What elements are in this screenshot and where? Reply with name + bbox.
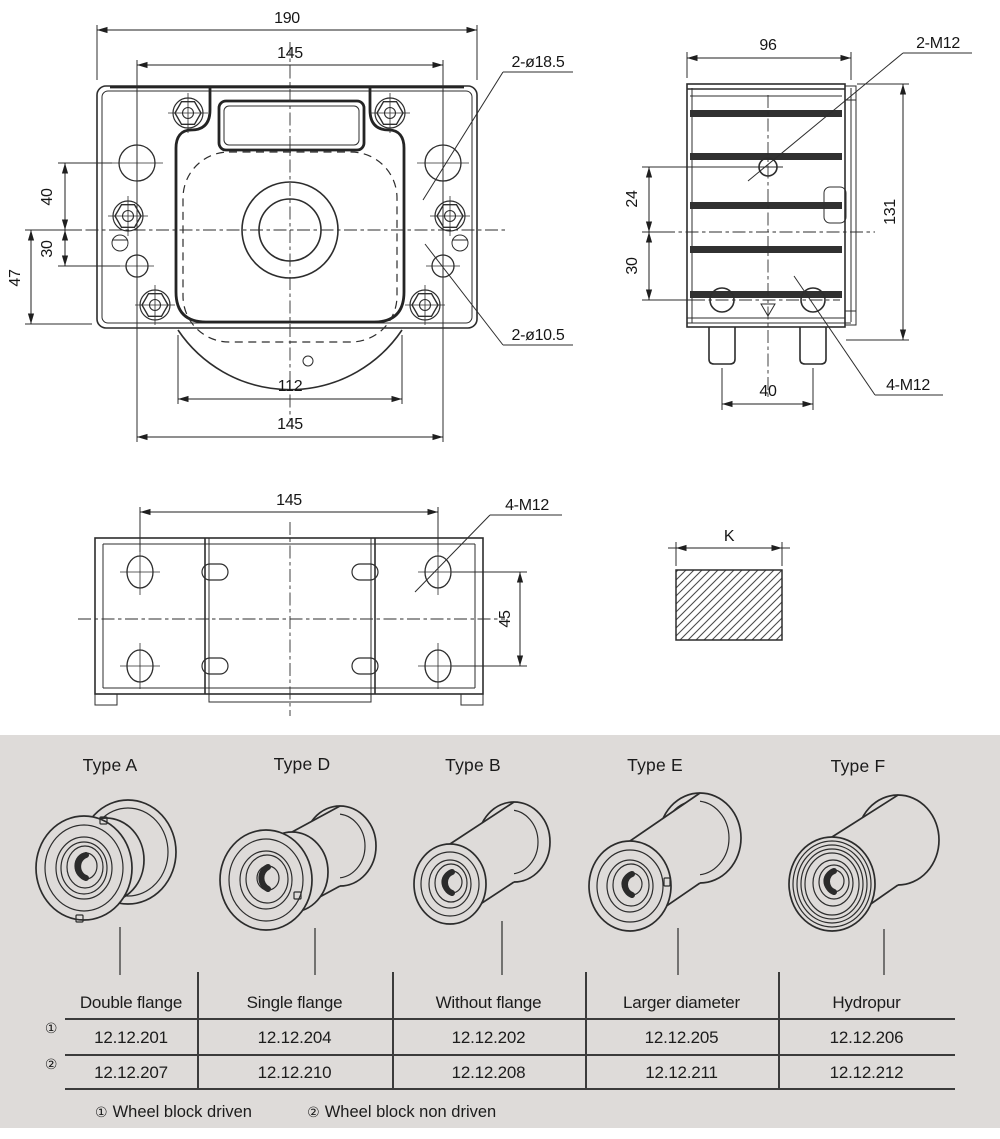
table-line: [65, 1054, 955, 1056]
parts-table: Double flange Single flange Without flan…: [45, 972, 955, 1090]
part-number: 12.12.211: [645, 1063, 718, 1082]
side-view-body: [662, 83, 875, 400]
table-line: [65, 1018, 955, 1020]
part-number: 12.12.204: [257, 1028, 332, 1047]
front-dim-112: 112: [278, 378, 303, 395]
side-dim-40: 40: [759, 383, 777, 400]
part-number: 12.12.210: [257, 1063, 332, 1082]
front-top-holes-label: 2-ø18.5: [511, 54, 564, 71]
table-line: [65, 1088, 955, 1090]
side-view: 96 2-M12 24 30 131: [624, 35, 972, 410]
column-header-without-flange: Without flange: [435, 993, 542, 1012]
front-hole-spacing-dim: 145: [277, 45, 303, 62]
bottom-view-body: [78, 522, 505, 716]
table-divider: [197, 972, 199, 1089]
wheel-type-e: [588, 792, 742, 975]
table-divider: [778, 972, 780, 1089]
wheel-type-a: [35, 799, 177, 975]
wheel-type-d: [219, 805, 377, 975]
bottom-hole-spacing-x-dim: 145: [276, 492, 302, 509]
column-header-larger-diameter: Larger diameter: [622, 993, 740, 1012]
front-dim-40: 40: [39, 188, 56, 206]
k-section-block: [675, 569, 783, 641]
nameplate-slot: [217, 99, 366, 152]
part-number: 12.12.201: [94, 1028, 168, 1047]
side-bottom-holes-label: 4-M12: [886, 377, 930, 394]
type-f-label: Type F: [831, 756, 886, 776]
part-number: 12.12.202: [451, 1028, 526, 1047]
part-number: 12.12.212: [829, 1063, 904, 1082]
table-divider: [585, 972, 587, 1089]
side-view-dimensions: 96 2-M12 24 30 131: [624, 35, 972, 410]
engineering-views-svg: 190 145 40 30 47: [7, 10, 972, 716]
front-hole-spacing-bottom-dim: 145: [277, 416, 303, 433]
wheel-type-f: [788, 794, 940, 975]
k-dim-label: K: [724, 528, 735, 545]
wheel-catalog-panel: Type A Type D: [0, 735, 1000, 1128]
bottom-holes-label: 4-M12: [505, 497, 549, 514]
row-marker-non-driven: ②: [44, 1057, 58, 1073]
part-number: 12.12.205: [644, 1028, 719, 1047]
front-bottom-holes-label: 2-ø10.5: [511, 327, 564, 344]
side-dim-30: 30: [624, 257, 641, 275]
column-header-single-flange: Single flange: [246, 993, 343, 1012]
table-divider: [392, 972, 394, 1089]
wheel-figures-svg: Type A Type D: [35, 754, 940, 975]
column-header-double-flange: Double flange: [79, 993, 183, 1012]
front-overall-width-dim: 190: [274, 10, 300, 27]
k-section: K: [668, 528, 790, 641]
bottom-tapped-hole-m12: [800, 287, 826, 313]
type-e-label: Type E: [627, 755, 683, 775]
footnote-driven-text: Wheel block driven: [112, 1103, 252, 1121]
side-width-dim: 96: [759, 37, 777, 54]
bottom-hole-spacing-y-dim: 45: [497, 610, 514, 628]
front-view-dimensions: 190 145 40 30 47: [7, 10, 573, 442]
footnote-non-driven-marker: ②: [307, 1105, 320, 1121]
bottom-view-dimensions: 145 4-M12 45: [139, 492, 562, 667]
front-view-body: [62, 42, 508, 420]
part-number: 12.12.208: [451, 1063, 526, 1082]
part-number: 12.12.206: [829, 1028, 904, 1047]
side-top-holes-label: 2-M12: [916, 35, 960, 52]
part-number: 12.12.207: [94, 1063, 168, 1082]
front-dim-47: 47: [7, 269, 24, 287]
type-d-label: Type D: [274, 754, 331, 774]
type-b-label: Type B: [445, 755, 501, 775]
side-dim-24: 24: [624, 190, 641, 208]
wheel-type-b: [413, 801, 551, 975]
column-header-hydropur: Hydropur: [832, 993, 901, 1012]
footnote-non-driven-text: Wheel block non driven: [324, 1103, 497, 1121]
front-view: 190 145 40 30 47: [7, 10, 573, 442]
side-height-dim: 131: [882, 199, 899, 225]
front-dim-30: 30: [39, 240, 56, 258]
bottom-view: 145 4-M12 45: [78, 492, 562, 716]
type-a-label: Type A: [83, 755, 138, 775]
row-marker-driven: ①: [44, 1021, 58, 1037]
footnote-driven-marker: ①: [95, 1105, 108, 1121]
